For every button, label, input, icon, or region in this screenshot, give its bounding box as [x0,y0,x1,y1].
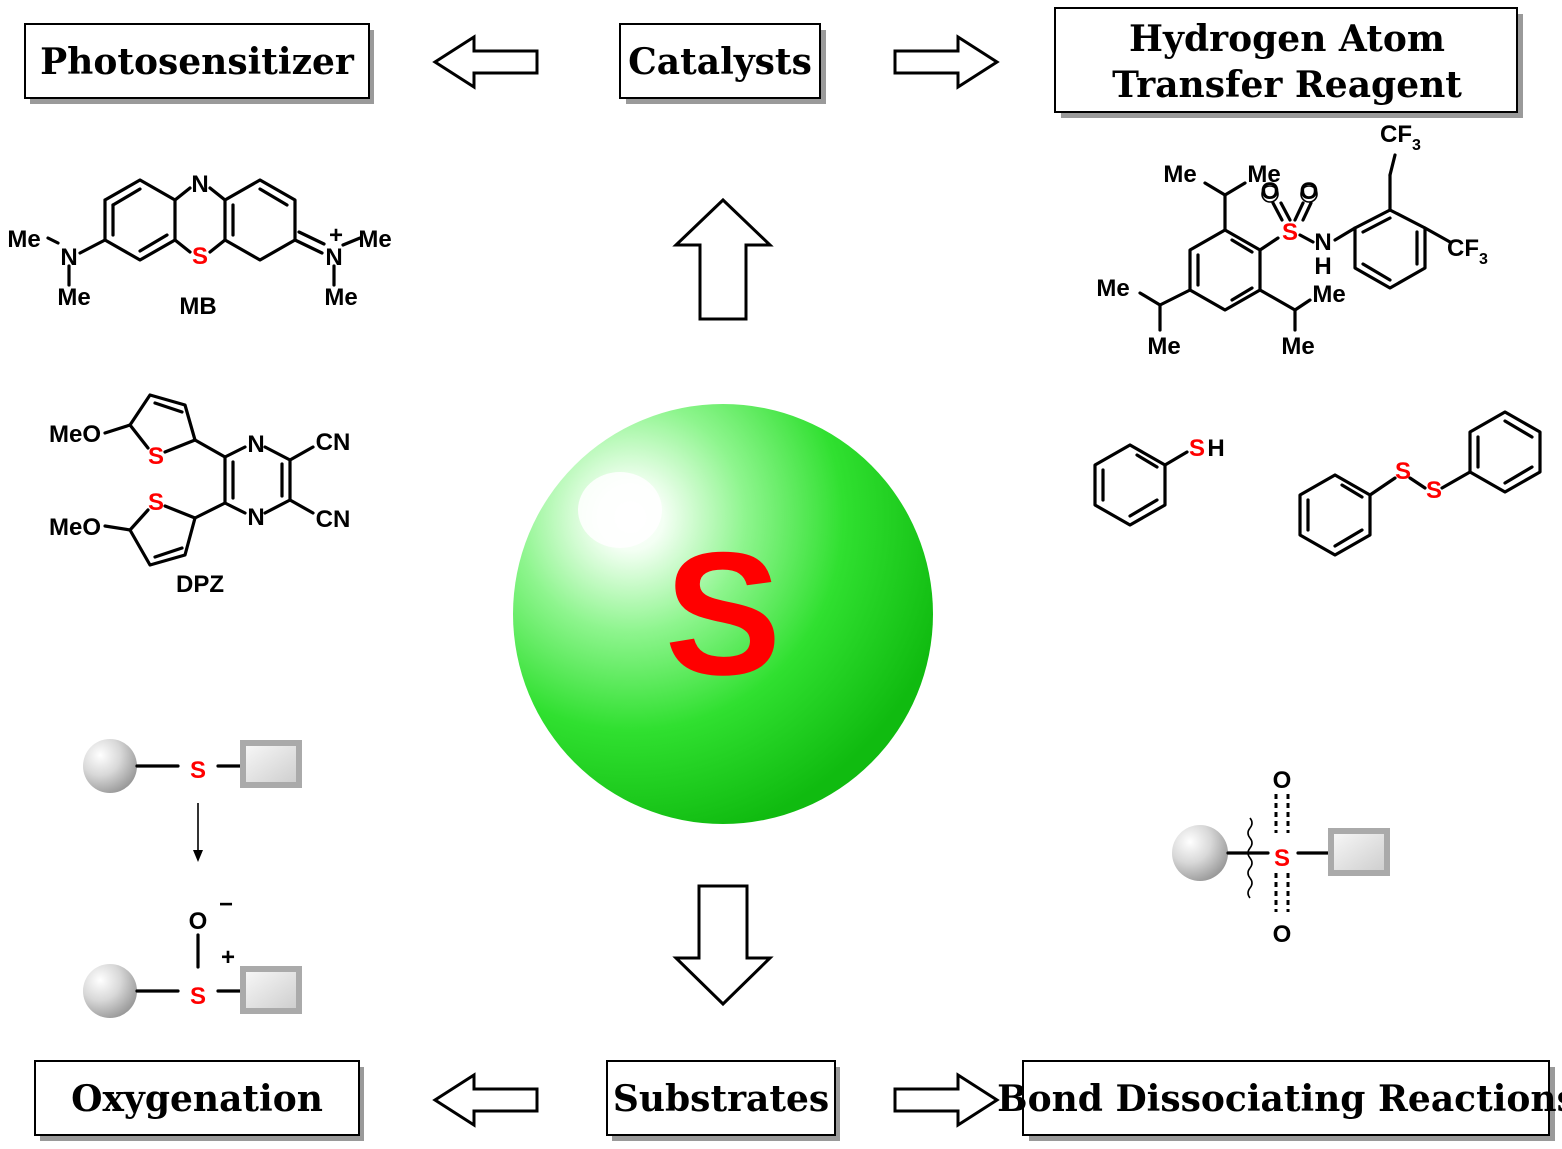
dpz-structure: MeO MeO S S N N CN CN DPZ [49,393,351,598]
mb-right-me-bottom: Me [324,284,357,311]
oxygenation-label: Oxygenation [71,1078,323,1120]
me-left-bottom: Me [1147,333,1180,360]
arrow-up-center [672,197,774,321]
sulfonamide-n: N [1314,229,1331,256]
catalysts-box: Catalysts [619,23,826,104]
dpz-n-top: N [247,431,264,458]
arrow-down-center [672,884,774,1007]
oxygenation-box: Oxygenation [34,1060,364,1141]
dpz-meo-top: MeO [49,421,101,448]
substrates-label: Substrates [613,1078,829,1120]
substrates-box: Substrates [606,1060,840,1141]
sulfonamide-structure: S O O N H CF3 CF3 Me Me Me Me Me Me [1096,121,1488,360]
hat-label-line2: Transfer Reagent [1112,64,1462,106]
disulfide-s2: S [1426,477,1442,504]
dpz-cn-bottom: CN [316,506,351,533]
sulfonamide-s: S [1282,219,1298,246]
sulfone-s: S [1274,845,1290,872]
mb-right-charge: + [329,222,343,249]
thiophenol-s: S [1189,435,1205,462]
catalysts-label: Catalysts [628,41,812,83]
mb-left-n: N [60,244,77,271]
mb-label: MB [179,293,216,320]
dpz-s-top: S [148,443,164,470]
sulfone-scheme: S O O [1172,767,1390,948]
oxygenation-scheme: S S O − + [83,739,302,1018]
arrow-right-bottom [893,1072,1000,1128]
arrow-right-top [893,34,1000,90]
hat-reagent-box: Hydrogen Atom Transfer Reagent [1054,7,1523,118]
oxy-s-bottom: S [190,983,206,1010]
sulfonamide-o-left: O [1261,178,1280,205]
mb-right-me-top: Me [358,226,391,253]
cf3-right: CF3 [1447,235,1488,268]
sulfur-sphere: S [513,404,933,824]
mb-ring-n: N [191,171,208,198]
hat-label-line1: Hydrogen Atom [1129,18,1445,60]
dpz-label: DPZ [176,571,224,598]
cf3-top: CF3 [1380,121,1421,154]
oxy-plus: + [221,944,235,971]
mb-ring-s: S [192,243,208,270]
sulfonamide-o-right: O [1300,178,1319,205]
disulfide-structure: S S [1298,410,1542,557]
me-right-top: Me [1312,281,1345,308]
arrow-left-bottom [432,1072,539,1128]
methylene-blue-structure: N S N Me Me N + Me Me MB [7,171,391,320]
sulfone-o-top: O [1273,767,1292,794]
arrow-left-top [432,34,539,90]
me-top-left: Me [1163,161,1196,188]
thiophenol-structure: S H [1093,435,1225,527]
mb-right-n: N [325,244,342,271]
bond-dissociating-box: Bond Dissociating Reactions [997,1060,1562,1141]
dpz-n-bottom: N [247,504,264,531]
dpz-meo-bottom: MeO [49,514,101,541]
sulfonamide-h: H [1314,253,1331,280]
sulfone-o-bottom: O [1273,921,1292,948]
oxy-o: O [189,908,208,935]
sulfur-symbol: S [665,517,782,712]
me-right-bottom: Me [1281,333,1314,360]
mb-left-me-top: Me [7,226,40,253]
bond-dissociating-label: Bond Dissociating Reactions [997,1078,1562,1120]
oxy-s-top: S [190,757,206,784]
dpz-s-bottom: S [148,489,164,516]
me-left-top: Me [1096,275,1129,302]
mb-left-me-bottom: Me [57,284,90,311]
me-top-right: Me [1247,161,1280,188]
oxy-minus: − [219,891,233,918]
photosensitizer-box: Photosensitizer [24,23,374,104]
thiophenol-h: H [1207,435,1224,462]
disulfide-s1: S [1395,458,1411,485]
dpz-cn-top: CN [316,429,351,456]
photosensitizer-label: Photosensitizer [40,41,355,83]
